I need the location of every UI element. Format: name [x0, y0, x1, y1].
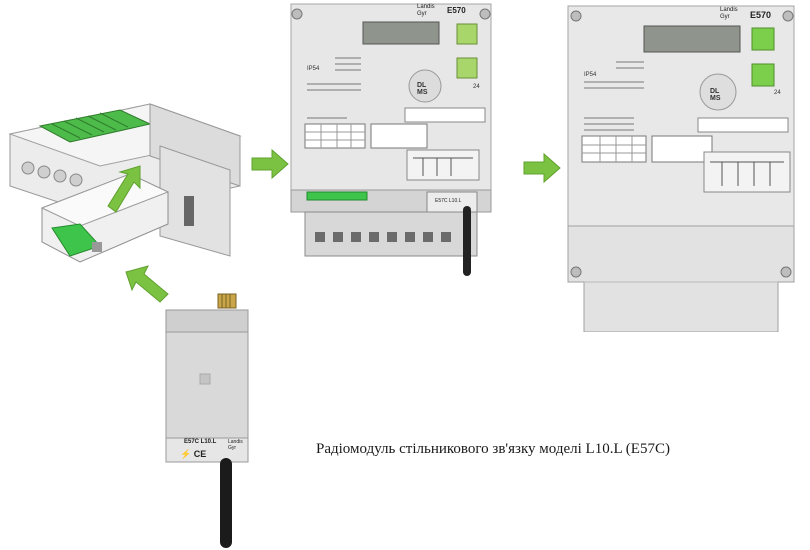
meter-badge-number: 24	[774, 90, 781, 96]
meter-with-module: E570 Landis Gyr DL MS IP54 24 E57C L10.L	[287, 0, 497, 278]
meter-brand: Landis Gyr	[417, 4, 435, 17]
slot-module-label: E57C L10.L	[435, 198, 462, 204]
arrow-up-left-icon	[122, 264, 172, 304]
meter-ip-rating: IP54	[584, 72, 597, 78]
meter-with-cover: E570 Landis Gyr DL MS IP54 24	[564, 2, 808, 332]
caption: Радіомодуль стільникового зв'язку моделі…	[316, 441, 670, 457]
module-label: E57C L10.L	[184, 439, 217, 445]
arrow-right-icon	[250, 148, 290, 180]
meter-model-label: E570	[447, 6, 466, 15]
module-brand: Landis Gyr	[228, 439, 243, 451]
meter-dlms-label: DL MS	[710, 88, 721, 102]
meter-badge-number: 24	[473, 84, 480, 90]
meter-model-label: E570	[750, 10, 772, 20]
meter-dlms-label: DL MS	[417, 82, 428, 96]
installation-view	[0, 96, 250, 268]
meter-brand: Landis Gyr	[720, 7, 738, 20]
meter-ip-rating: IP54	[307, 66, 320, 72]
arrow-right-icon	[522, 152, 562, 184]
cellular-module: E57C L10.L Landis Gyr ⚡ CE	[164, 292, 254, 550]
ce-mark-icon: ⚡ CE	[180, 449, 207, 459]
